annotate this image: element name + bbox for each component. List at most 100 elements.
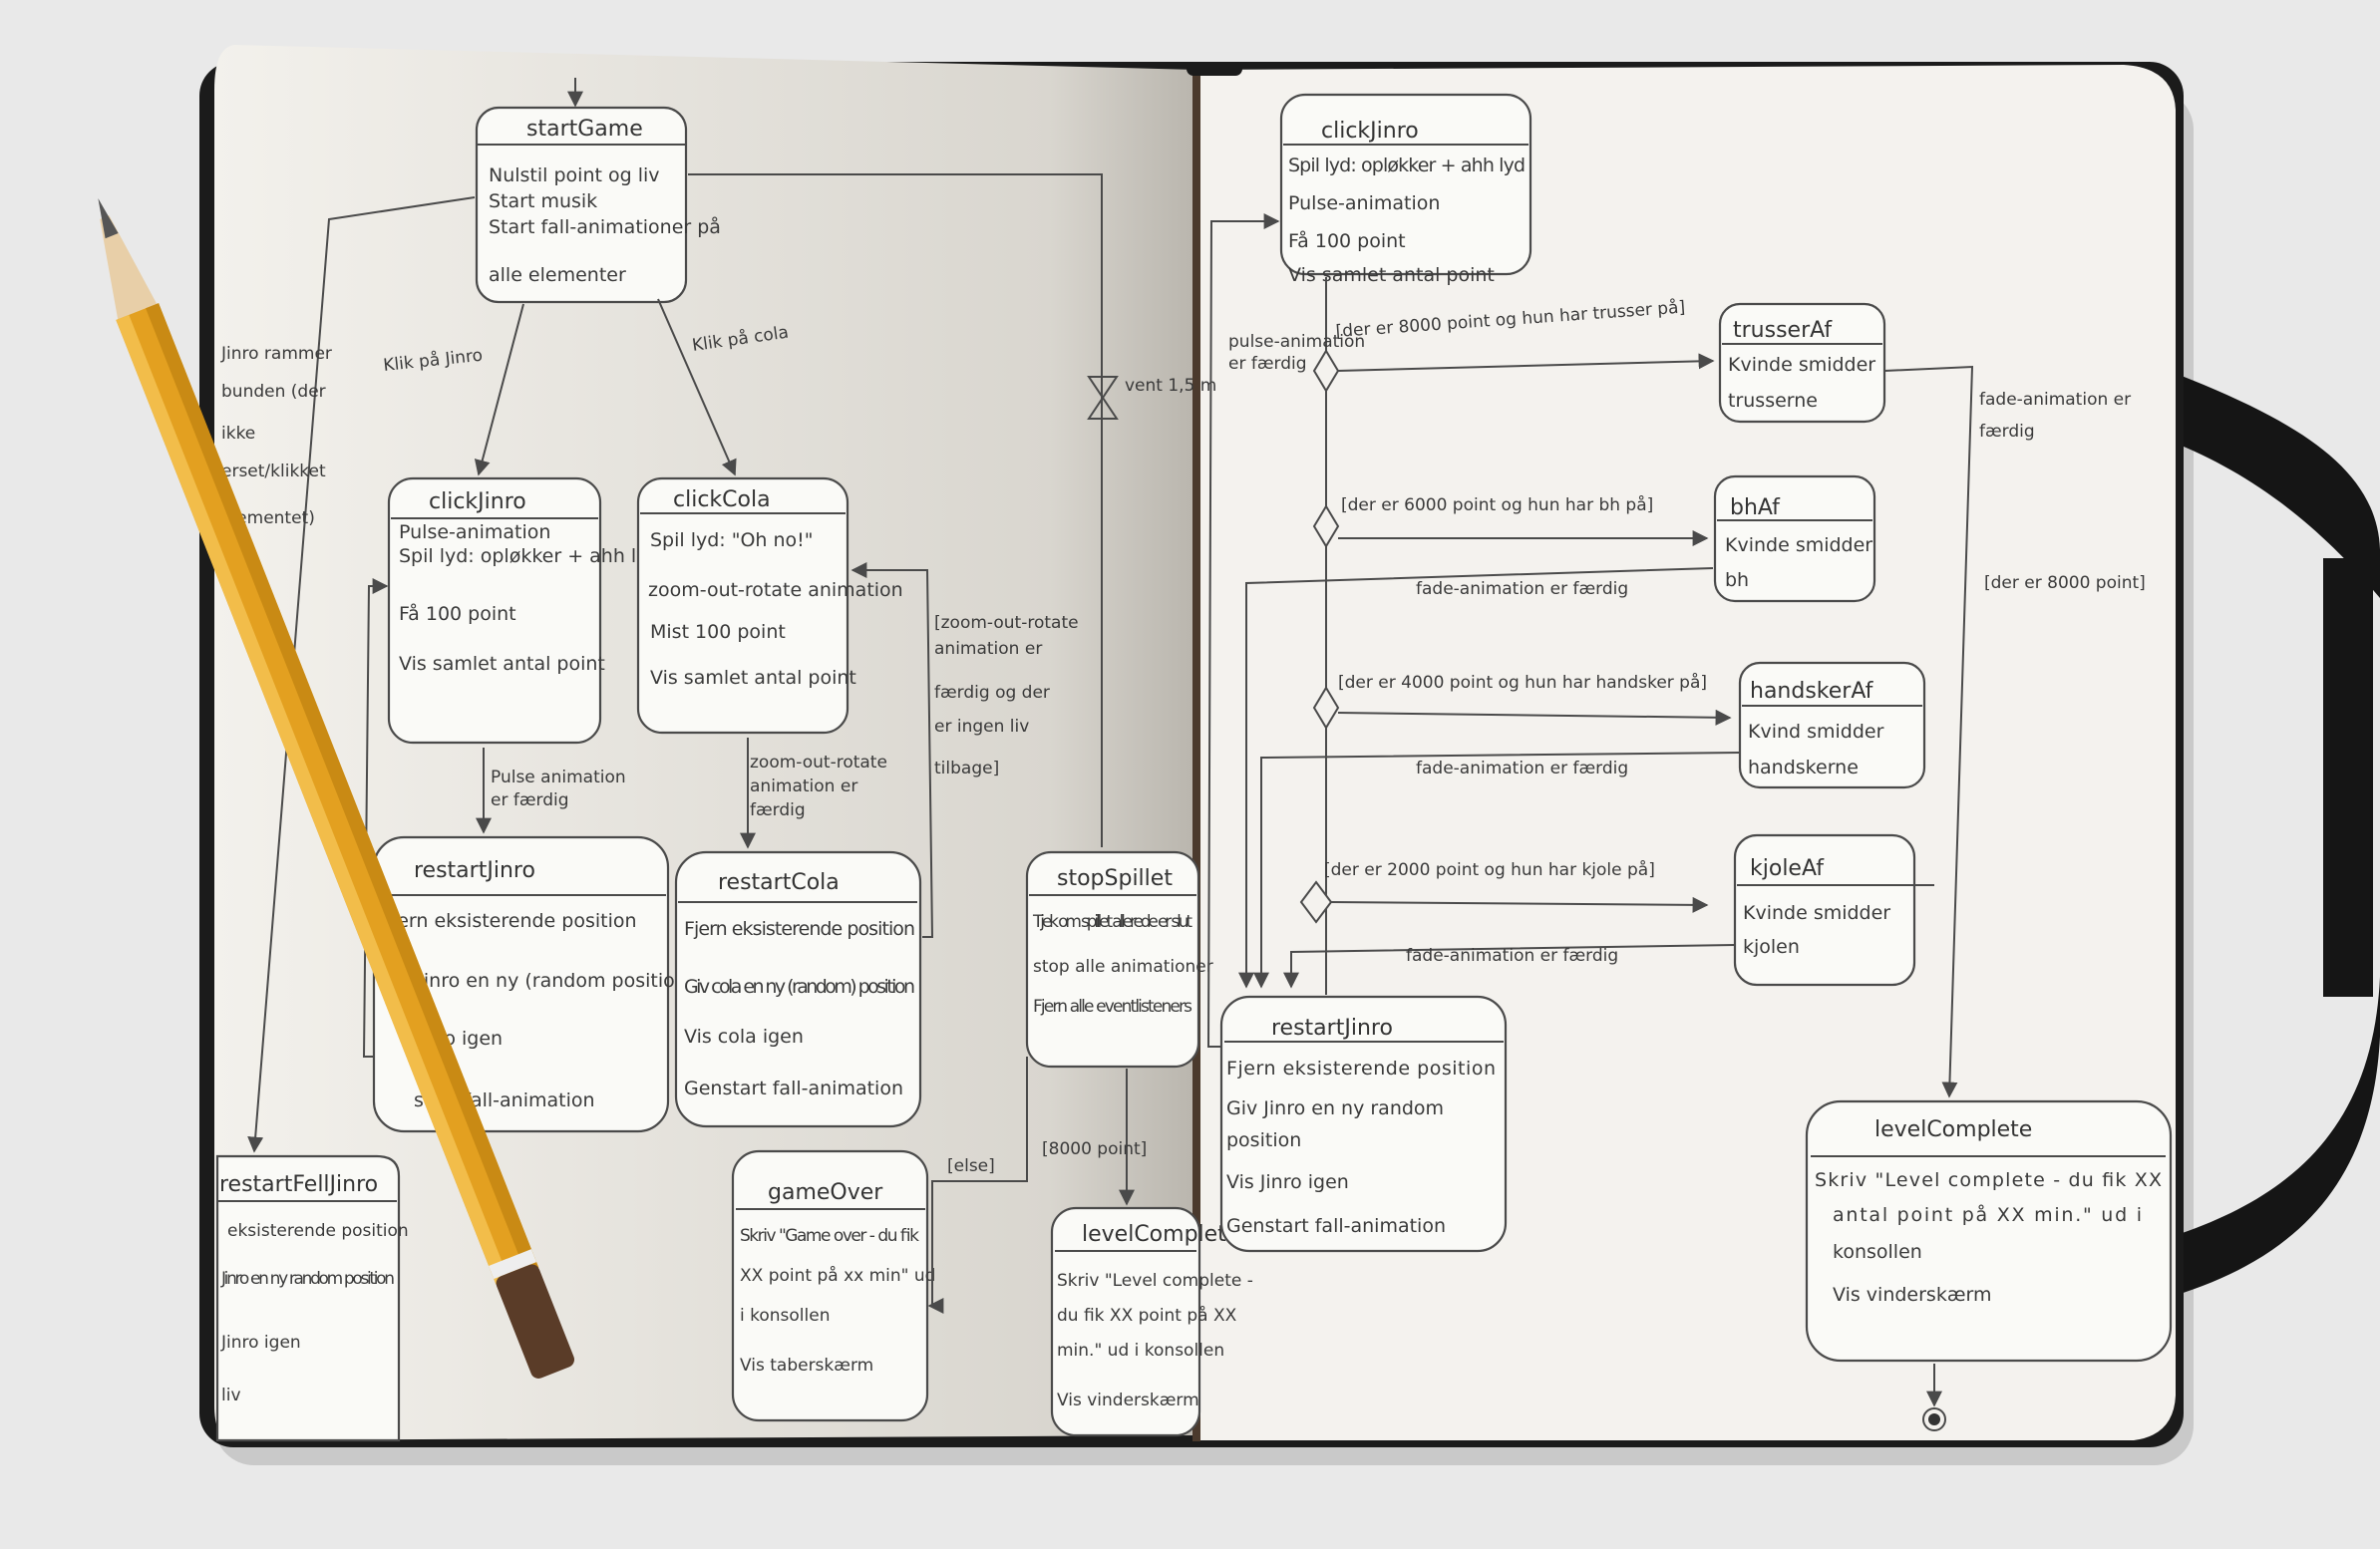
state-title: stopSpillet xyxy=(1057,866,1173,891)
label-zoom-back: animation er xyxy=(934,639,1042,659)
state-line: Skriv "Game over - du fik xyxy=(740,1226,919,1246)
state-line: Vis samlet antal point xyxy=(650,667,856,689)
state-line: kjolen xyxy=(1743,936,1800,958)
label-fade-done: fade-animation er færdig xyxy=(1406,946,1618,966)
left-diagram: startGame Nulstil point og liv Start mus… xyxy=(215,78,1253,1442)
state-line: Jinro igen xyxy=(220,1333,301,1353)
state-click-cola: clickCola Spil lyd: "Oh no!" zoom-out-ro… xyxy=(636,476,903,735)
state-title: startGame xyxy=(526,117,643,142)
state-title: clickJinro xyxy=(429,489,526,514)
label-side-note: erset/klikket xyxy=(221,462,326,481)
state-line: XX point på xx min" ud xyxy=(740,1265,935,1286)
state-stop-spillet: stopSpillet Tjek om spillet allerede er … xyxy=(1025,850,1213,1069)
state-line: Få 100 point xyxy=(399,602,516,625)
state-title: gameOver xyxy=(768,1180,883,1205)
label-zoom-back: færdig og der xyxy=(934,683,1050,703)
state-start-game: startGame Nulstil point og liv Start mus… xyxy=(475,106,721,304)
state-line: Kvinde smidder xyxy=(1743,902,1890,924)
state-title: trusserAf xyxy=(1733,318,1833,343)
state-line: Start fall-animationer på xyxy=(489,215,721,238)
state-line: Giv Jinro en ny random xyxy=(1226,1097,1444,1119)
state-title: restartJinro xyxy=(414,858,535,883)
final-state-dot xyxy=(1928,1413,1940,1425)
state-line: Tjek om spillet allerede er slut xyxy=(1032,912,1192,932)
state-line: position xyxy=(1226,1129,1301,1151)
decision-diamond xyxy=(1312,686,1340,730)
state-kjole-af: kjoleAf Kvinde smidder kjolen xyxy=(1733,833,1934,987)
state-title: levelComplete xyxy=(1874,1117,2032,1142)
label-pulse-done-right: er færdig xyxy=(1228,354,1307,374)
label-zoom-done: færdig xyxy=(750,800,806,820)
state-title: clickCola xyxy=(673,487,771,512)
state-line: Nulstil point og liv xyxy=(489,164,660,186)
guard-4000: [der er 4000 point og hun har handsker p… xyxy=(1338,672,1707,693)
state-line: Vis samlet antal point xyxy=(399,653,605,675)
label-fade-done-2: færdig xyxy=(1979,422,2035,442)
state-line: Fjern alle eventlisteners xyxy=(1033,997,1192,1017)
label-vent: vent 1,5 m xyxy=(1125,376,1216,396)
state-click-jinro: clickJinro Pulse-animation Spil lyd: opl… xyxy=(387,476,660,745)
state-line: Spil lyd: "Oh no!" xyxy=(650,529,814,551)
state-line: Genstart fall-animation xyxy=(684,1078,903,1099)
state-restart-jinro-right: restartJinro Fjern eksisterende position… xyxy=(1219,995,1508,1253)
state-line: Kvinde smidder xyxy=(1725,534,1872,556)
state-game-over: gameOver Skriv "Game over - du fik XX po… xyxy=(731,1149,935,1422)
state-level-complete-small: levelComplete Skriv "Level complete - du… xyxy=(1050,1206,1253,1437)
state-line: liv xyxy=(221,1386,241,1405)
state-click-jinro-right: clickJinro Spil lyd: opløkker + ahh lyd … xyxy=(1279,93,1532,286)
spine-gutter xyxy=(1192,68,1200,1441)
state-line: Pulse-animation xyxy=(1288,192,1440,214)
guard-6000: [der er 6000 point og hun har bh på] xyxy=(1341,494,1653,515)
state-title: clickJinro xyxy=(1321,119,1419,144)
guard-8000-b: [der er 8000 point] xyxy=(1984,573,2146,593)
state-line: Vis cola igen xyxy=(684,1026,804,1048)
label-zoom-done: zoom-out-rotate xyxy=(750,753,887,773)
state-line: min." ud i konsollen xyxy=(1057,1341,1224,1361)
state-line: i konsollen xyxy=(740,1306,830,1326)
label-else: [else] xyxy=(947,1156,995,1176)
state-title: restartFellJinro xyxy=(219,1172,378,1197)
state-title: bhAf xyxy=(1730,495,1781,520)
state-line: konsollen xyxy=(1833,1241,1922,1263)
state-line: alle elementer xyxy=(489,264,626,286)
label-zoom-back: er ingen liv xyxy=(934,717,1029,737)
label-fade-done: fade-animation er færdig xyxy=(1416,759,1628,778)
state-line: Spil lyd: opløkker + ahh lyd xyxy=(399,545,660,567)
state-line: antal point på XX min." ud i xyxy=(1833,1203,2142,1226)
label-fade-done-2: fade-animation er xyxy=(1979,390,2131,410)
state-line: Vis Jinro igen xyxy=(1226,1171,1349,1193)
state-line: Fjern eksisterende position xyxy=(1226,1058,1496,1080)
elastic-band-top xyxy=(2164,369,2380,598)
state-line: Pulse-animation xyxy=(399,521,550,543)
state-line: Kvinde smidder xyxy=(1728,354,1875,376)
state-line: Jinro en ny random position xyxy=(220,1269,395,1289)
state-line: Fjern eksisterende position xyxy=(684,918,915,940)
label-pulse-done: Pulse animation xyxy=(491,768,626,787)
state-line: Vis samlet antal point xyxy=(1288,264,1495,286)
state-line: Skriv "Level complete - du fik XX xyxy=(1815,1169,2162,1191)
bookmark-nub xyxy=(1187,62,1242,76)
state-title: restartJinro xyxy=(1271,1016,1393,1041)
state-title: restartCola xyxy=(718,870,840,895)
label-side-note: bunden (der xyxy=(221,382,326,402)
state-title: levelComplete xyxy=(1082,1222,1239,1247)
elastic-band-side xyxy=(2323,558,2373,997)
decision-diamond xyxy=(1312,349,1340,393)
decision-diamond xyxy=(1299,880,1333,924)
state-line: handskerne xyxy=(1748,757,1859,778)
state-line: Genstart fall-animation xyxy=(1226,1215,1446,1237)
state-line: Vis vinderskærm xyxy=(1833,1284,1991,1306)
state-title: kjoleAf xyxy=(1750,856,1825,881)
state-restart-cola: restartCola Fjern eksisterende position … xyxy=(674,850,922,1128)
state-trusser-af: trusserAf Kvinde smidder trusserne xyxy=(1718,302,1886,424)
state-line: Start musik xyxy=(489,190,597,212)
state-bh-af: bhAf Kvinde smidder bh xyxy=(1713,474,1876,603)
state-line: Kvind smidder xyxy=(1748,721,1884,743)
label-zoom-back: [zoom-out-rotate xyxy=(934,613,1079,633)
label-zoom-done: animation er xyxy=(750,776,857,796)
label-8000-points: [8000 point] xyxy=(1042,1139,1147,1159)
hourglass-icon xyxy=(1087,376,1119,420)
label-side-note: Jinro rammer xyxy=(220,344,332,364)
